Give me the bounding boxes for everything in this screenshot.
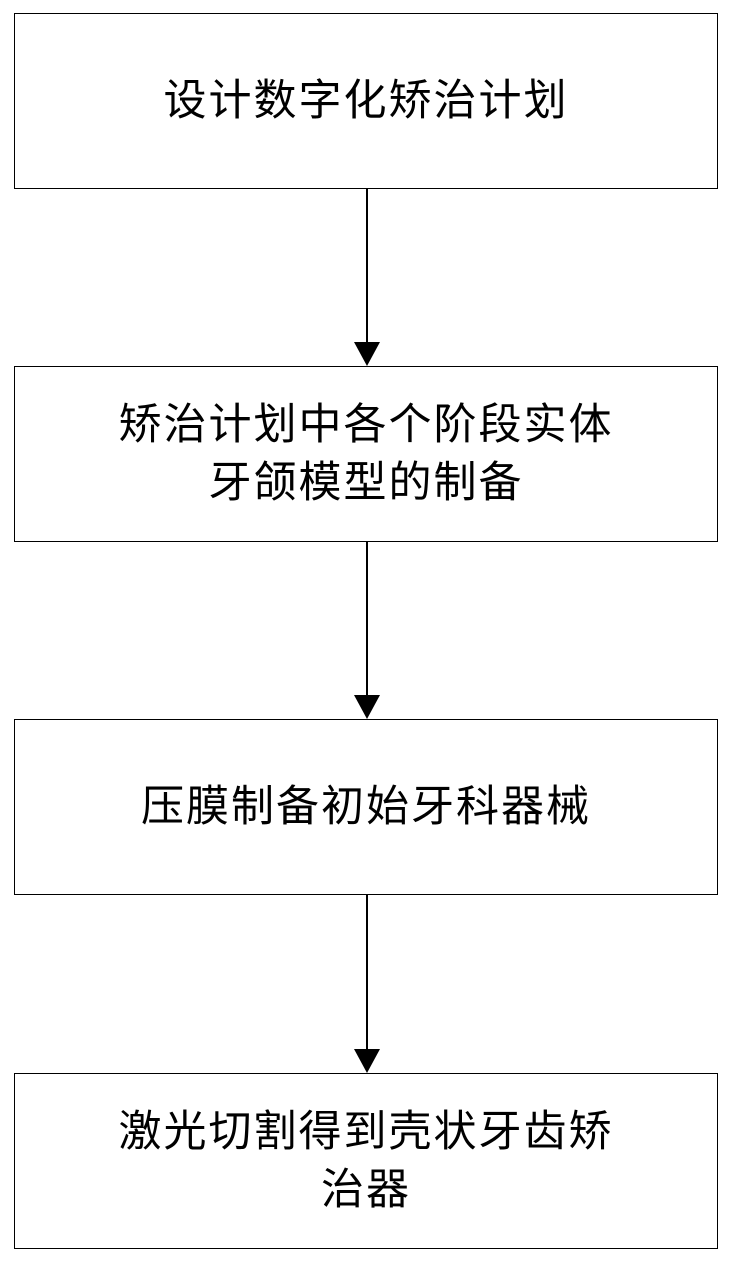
arrow-line bbox=[366, 542, 368, 695]
arrow-line bbox=[366, 895, 368, 1049]
step-label: 激光切割得到壳状牙齿矫 治器 bbox=[118, 1107, 614, 1215]
flowchart-step-design-plan: 设计数字化矫治计划 bbox=[14, 13, 718, 189]
flow-arrow bbox=[354, 895, 380, 1073]
step-label: 矫治计划中各个阶段实体 牙颌模型的制备 bbox=[118, 400, 614, 508]
flowchart-step-model-preparation: 矫治计划中各个阶段实体 牙颌模型的制备 bbox=[14, 366, 718, 542]
arrow-line bbox=[366, 189, 368, 342]
step-label: 设计数字化矫治计划 bbox=[163, 76, 569, 126]
flow-arrow bbox=[354, 189, 380, 366]
flow-arrow bbox=[354, 542, 380, 719]
step-label: 压膜制备初始牙科器械 bbox=[141, 782, 591, 832]
arrow-head-icon bbox=[354, 1049, 380, 1073]
flowchart-step-laser-cutting: 激光切割得到壳状牙齿矫 治器 bbox=[14, 1073, 718, 1249]
arrow-head-icon bbox=[354, 342, 380, 366]
arrow-head-icon bbox=[354, 695, 380, 719]
flowchart-step-thermoforming: 压膜制备初始牙科器械 bbox=[14, 719, 718, 895]
